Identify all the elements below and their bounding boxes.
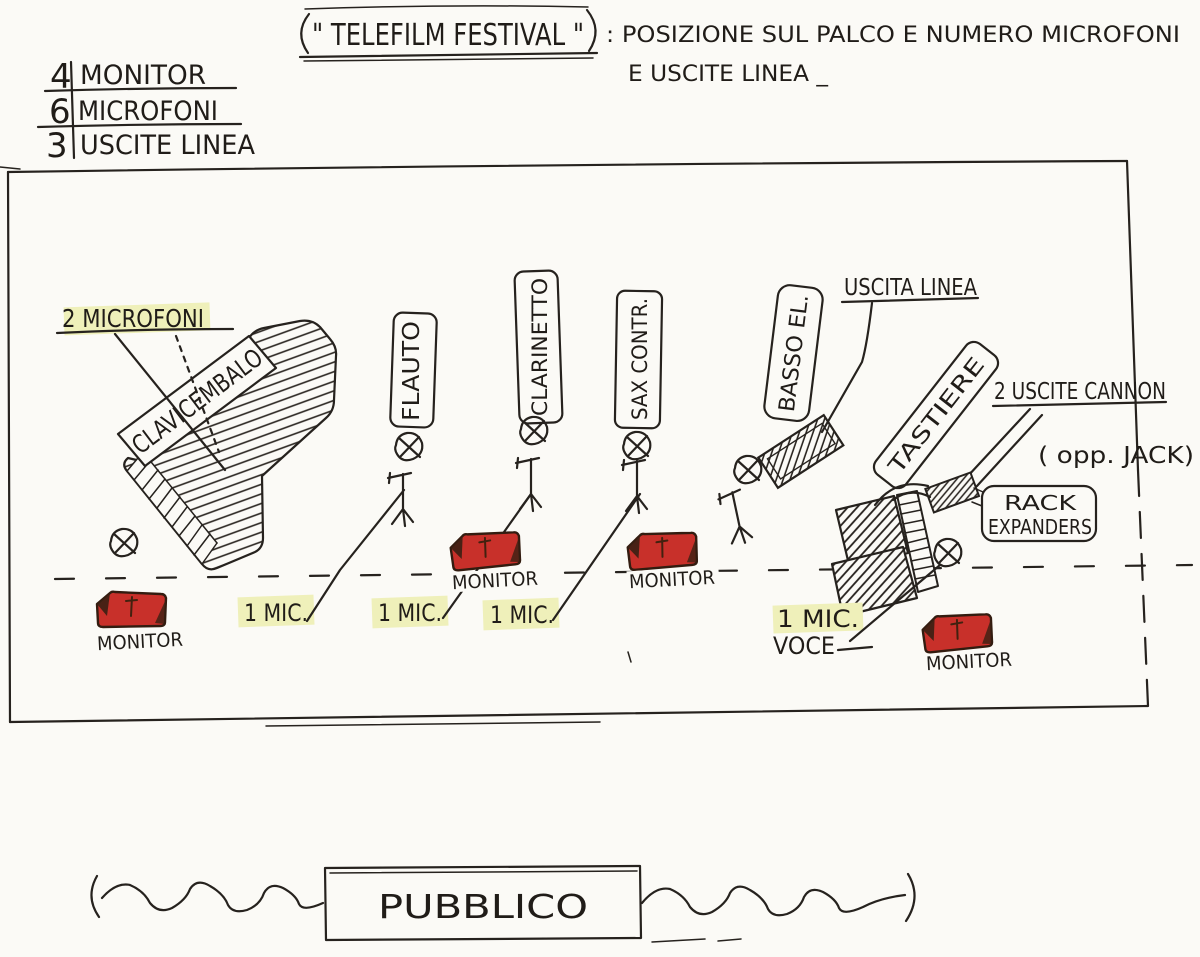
rack-expanders-box	[980, 484, 1098, 543]
monitor-label-2: MONITOR	[451, 568, 538, 594]
mic-position-icon	[933, 537, 963, 568]
page-title: " TELEFILM FESTIVAL "	[312, 18, 584, 53]
microfoni-note-highlight	[63, 302, 211, 336]
legend-label-monitor: MONITOR	[80, 60, 206, 91]
stage-outline	[0, 159, 1194, 727]
mic-position-icon	[519, 415, 549, 446]
sax-label: SAX CONTR.	[628, 298, 652, 420]
legend-label-microfoni: MICROFONI	[78, 96, 218, 127]
monitor-wedge	[625, 528, 700, 572]
mic-stand-icon	[620, 458, 649, 515]
mic-count-labels: 1 MIC. 1 MIC. 1 MIC.	[237, 488, 642, 631]
keyboards	[830, 483, 939, 618]
voice-mic-line1: 1 MIC.	[777, 605, 859, 633]
flauto-label: FLAUTO	[399, 321, 425, 421]
pubblico-box	[323, 864, 643, 942]
clavicembalo-label-box	[116, 334, 278, 468]
left-squiggle	[100, 881, 325, 913]
cable-connector	[924, 471, 981, 514]
legend-label-uscite: USCITE LINEA	[80, 130, 255, 161]
sax-group: SAX CONTR.	[613, 289, 664, 515]
audience: PUBBLICO	[90, 864, 916, 943]
mic-position-icon	[394, 431, 424, 462]
rack-label-2: EXPANDERS	[988, 515, 1092, 539]
title-block: " TELEFILM FESTIVAL " : POSIZIONE SUL PA…	[298, 5, 1180, 87]
mic-position-icon	[622, 430, 652, 461]
basso-label: BASSO EL.	[775, 293, 814, 413]
legend-count-uscite: 3	[46, 126, 68, 166]
mic-stand-icon	[514, 456, 543, 513]
monitor-wedge	[95, 590, 168, 629]
tastiere-label-box	[872, 340, 1000, 490]
page-subtitle-2: E USCITE LINEA _	[628, 62, 829, 87]
basso-amp	[756, 413, 845, 490]
clavicembalo-group: CLAVICEMBALO 2 MICROFONI	[55, 302, 338, 571]
legend-count-monitor: 4	[50, 57, 72, 97]
opp-jack-label: ( opp. JACK)	[1038, 443, 1194, 469]
tastiere-label: TASTIERE	[883, 353, 990, 480]
pubblico-label: PUBBLICO	[378, 887, 588, 926]
monitor-wedge	[448, 528, 523, 573]
clarinetto-group: CLARINETTO	[513, 269, 564, 513]
sax-label-box	[613, 289, 664, 430]
clarinetto-label: CLARINETTO	[528, 278, 552, 416]
page-subtitle-1: : POSIZIONE SUL PALCO E NUMERO MICROFONI	[606, 23, 1180, 48]
mic-label-3: 1 MIC.	[490, 601, 554, 629]
monitor-label-1: MONITOR	[96, 629, 183, 655]
left-paren	[90, 874, 101, 919]
monitor-wedge	[920, 610, 995, 655]
mic-stand-icon	[716, 488, 754, 548]
flauto-group: FLAUTO	[386, 311, 438, 528]
uscita-linea-label: USCITA LINEA	[844, 275, 977, 301]
mic-stand-icon	[386, 471, 415, 528]
right-paren	[904, 872, 916, 923]
basso-label-box	[763, 284, 824, 423]
monitors: MONITOR MONITOR MONITOR MONITOR	[95, 528, 1013, 675]
uscite-cannon-label: 2 USCITE CANNON	[994, 379, 1166, 405]
flauto-label-box	[389, 311, 438, 429]
voice-mic-line2: VOCE	[773, 632, 835, 660]
mic-label-2: 1 MIC.	[378, 599, 442, 627]
monitor-label-3: MONITOR	[628, 567, 715, 593]
mic-label-1: 1 MIC.	[244, 599, 308, 627]
clavicembalo-keyboard	[126, 451, 218, 565]
mic-position-icon	[109, 527, 139, 558]
clavicembalo-mic-note: 2 MICROFONI	[62, 304, 204, 333]
legend: 4 MONITOR 6 MICROFONI 3 USCITE LINEA	[36, 57, 255, 166]
legend-count-microfoni: 6	[49, 92, 71, 132]
rack-label-1: RACK	[1004, 491, 1077, 515]
mic-position-icon	[733, 454, 763, 485]
voice-mic-highlight	[772, 602, 864, 634]
tastiere-group: TASTIERE 2 USCITE CANNON ( opp. JACK) RA…	[772, 340, 1194, 660]
right-squiggle	[640, 885, 907, 917]
monitor-label-4: MONITOR	[925, 649, 1012, 675]
